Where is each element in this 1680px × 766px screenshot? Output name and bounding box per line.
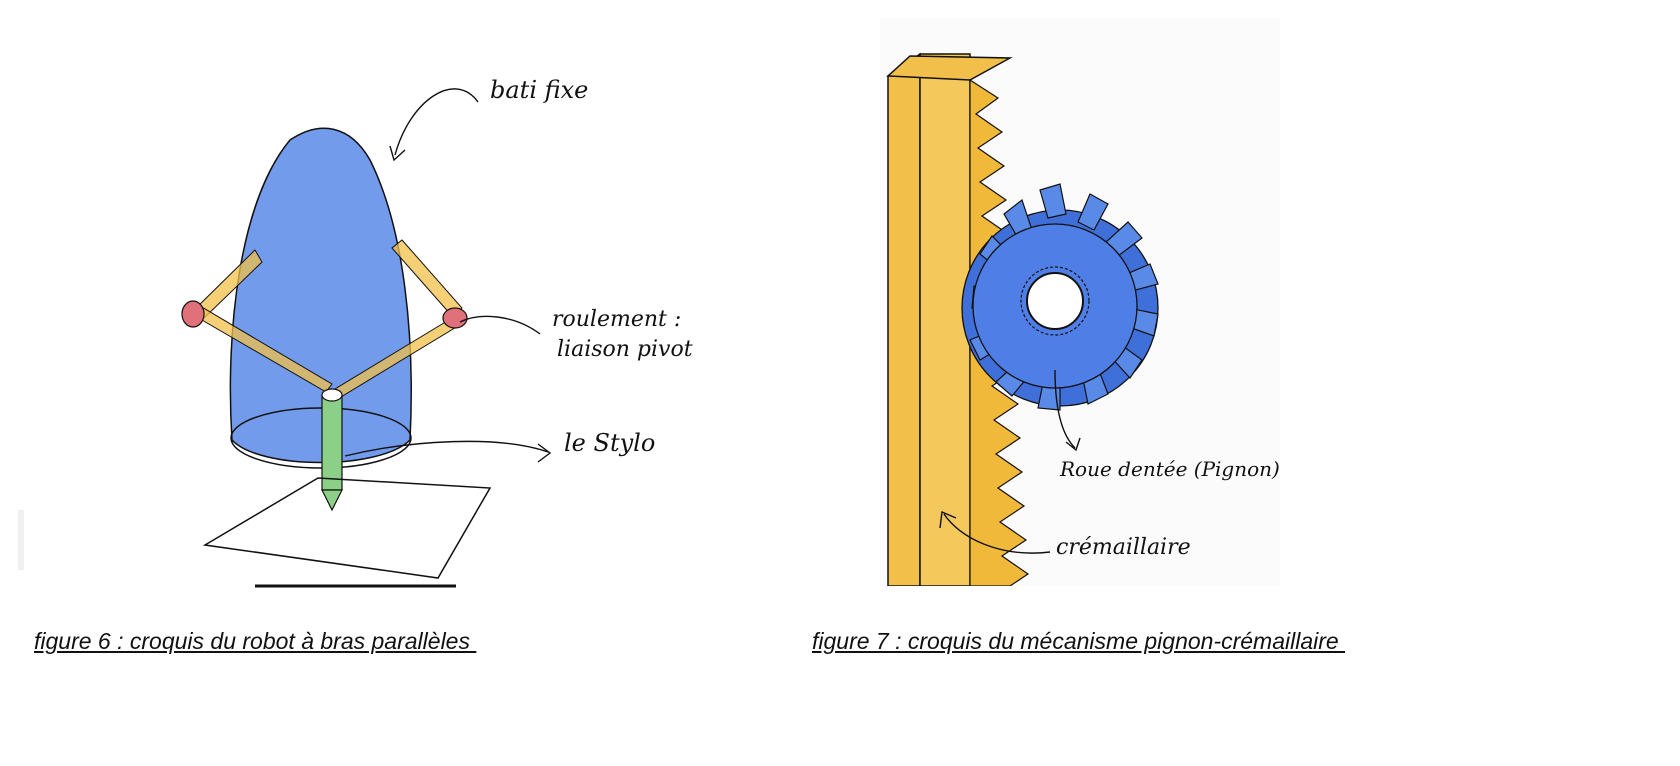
right-upper-arm	[391, 239, 463, 317]
label-roulement-line1: roulement :	[552, 307, 681, 332]
roulement-arrow	[459, 315, 541, 335]
figure-6-sketch: bati fixe roulement : liaison pivot le S…	[0, 0, 700, 600]
stylo-tip	[321, 489, 343, 512]
bati-base-ellipse	[230, 407, 412, 469]
pinion-hub	[1026, 272, 1084, 330]
rack-front	[919, 53, 971, 586]
cremaillere-arrowhead	[939, 510, 957, 529]
stylo-arrowhead	[537, 443, 552, 463]
bati-fixe-body	[229, 127, 412, 464]
roue-arrowhead	[1065, 437, 1081, 452]
stylo-top	[321, 388, 343, 402]
left-pivot-bearing	[181, 300, 205, 328]
rack-pinion-sketch-svg: Roue dentée (Pignon) crémaillaire	[886, 52, 1280, 586]
label-roue-dentee: Roue dentée (Pignon)	[1059, 457, 1280, 481]
rack-bar	[887, 52, 921, 586]
figure-7-sketch: Roue dentée (Pignon) crémaillaire	[880, 18, 1280, 586]
figure-6-caption: figure 6 : croquis du robot à bras paral…	[34, 628, 477, 654]
robot-sketch-svg: bati fixe roulement : liaison pivot le S…	[18, 76, 693, 588]
pinion-hub-ring	[1020, 266, 1090, 336]
bati-arrowhead	[389, 145, 406, 162]
figure-7-caption: figure 7 : croquis du mécanisme pignon-c…	[812, 628, 1346, 654]
label-stylo: le Stylo	[564, 429, 655, 457]
right-pivot-bearing	[442, 307, 468, 329]
edge-artifact	[18, 510, 24, 570]
cremaillere-arrow	[943, 513, 1051, 554]
roue-arrow	[1054, 369, 1076, 449]
label-roulement-line2: liaison pivot	[557, 337, 693, 362]
label-bati-fixe: bati fixe	[490, 76, 588, 104]
rack-top	[886, 55, 1013, 81]
bati-arrow	[394, 88, 479, 156]
stylo-body	[321, 394, 343, 491]
stylo-arrow	[344, 440, 549, 457]
label-cremaillere: crémaillaire	[1056, 535, 1191, 560]
paper-sheet	[202, 477, 492, 579]
